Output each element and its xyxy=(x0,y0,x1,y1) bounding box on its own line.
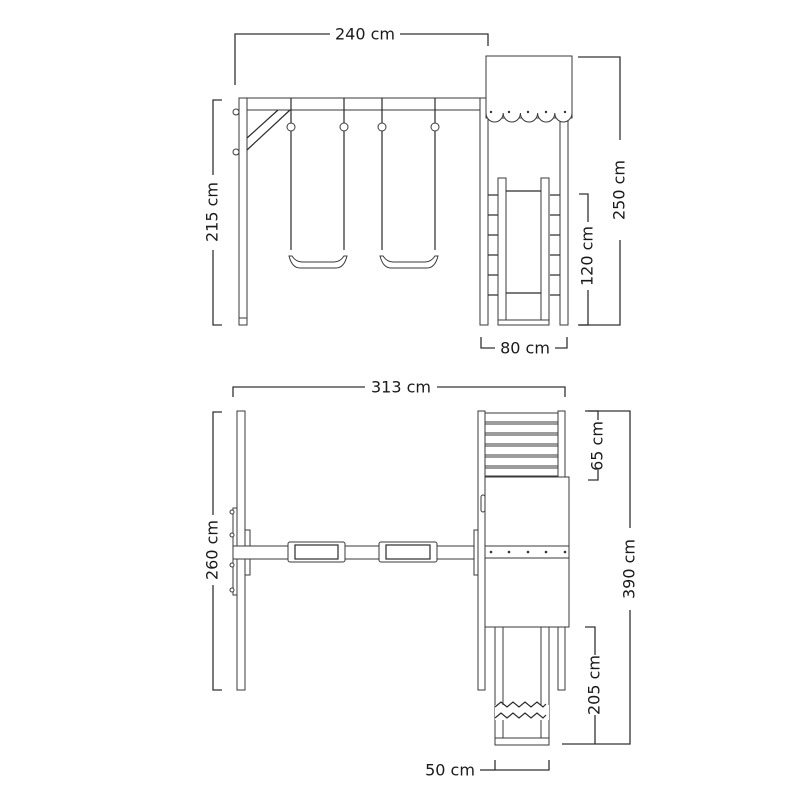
dim-label-120: 120 cm xyxy=(578,226,597,286)
dim-label-215: 215 cm xyxy=(203,182,222,242)
dim-platform-height: 120 cm xyxy=(578,193,597,326)
dim-total-width: 313 cm xyxy=(232,378,566,397)
tower-front xyxy=(479,55,573,326)
dim-label-260: 260 cm xyxy=(203,520,222,580)
top-view: 313 cm 260 cm xyxy=(203,378,639,780)
dim-label-65: 65 cm xyxy=(588,421,607,471)
front-view: 240 cm 215 cm xyxy=(203,25,629,358)
dim-total-depth: 390 cm xyxy=(562,410,639,745)
dim-slide-width: 50 cm xyxy=(425,760,550,780)
dim-tower-width: 80 cm xyxy=(480,337,568,358)
swing-seats-front xyxy=(286,98,440,269)
dim-label-390: 390 cm xyxy=(620,539,639,599)
swing-seats-top xyxy=(287,541,438,563)
swing-frame xyxy=(232,97,490,326)
slide-front xyxy=(497,177,550,326)
dim-label-50: 50 cm xyxy=(425,761,475,780)
climbing-wall xyxy=(484,410,566,478)
dim-swing-depth: 260 cm xyxy=(203,411,222,691)
dim-label-313: 313 cm xyxy=(371,378,431,397)
slide-top xyxy=(494,626,550,746)
dim-label-205: 205 cm xyxy=(585,655,604,715)
ladder-front xyxy=(488,194,560,296)
dim-tower-height: 250 cm xyxy=(578,56,629,326)
swing-right xyxy=(377,98,440,269)
dim-label-80: 80 cm xyxy=(500,339,550,358)
dim-width-front: 240 cm xyxy=(234,25,489,85)
tower-top xyxy=(477,410,570,746)
dim-slide-length: 205 cm xyxy=(585,626,604,744)
dim-label-250: 250 cm xyxy=(610,160,629,220)
swing-frame-top xyxy=(229,410,488,691)
handle-icon xyxy=(480,494,486,513)
dim-swing-height: 215 cm xyxy=(203,99,222,326)
dim-label-240: 240 cm xyxy=(335,25,395,44)
dim-wall-depth: 65 cm xyxy=(588,410,607,481)
swing-left xyxy=(286,98,349,269)
